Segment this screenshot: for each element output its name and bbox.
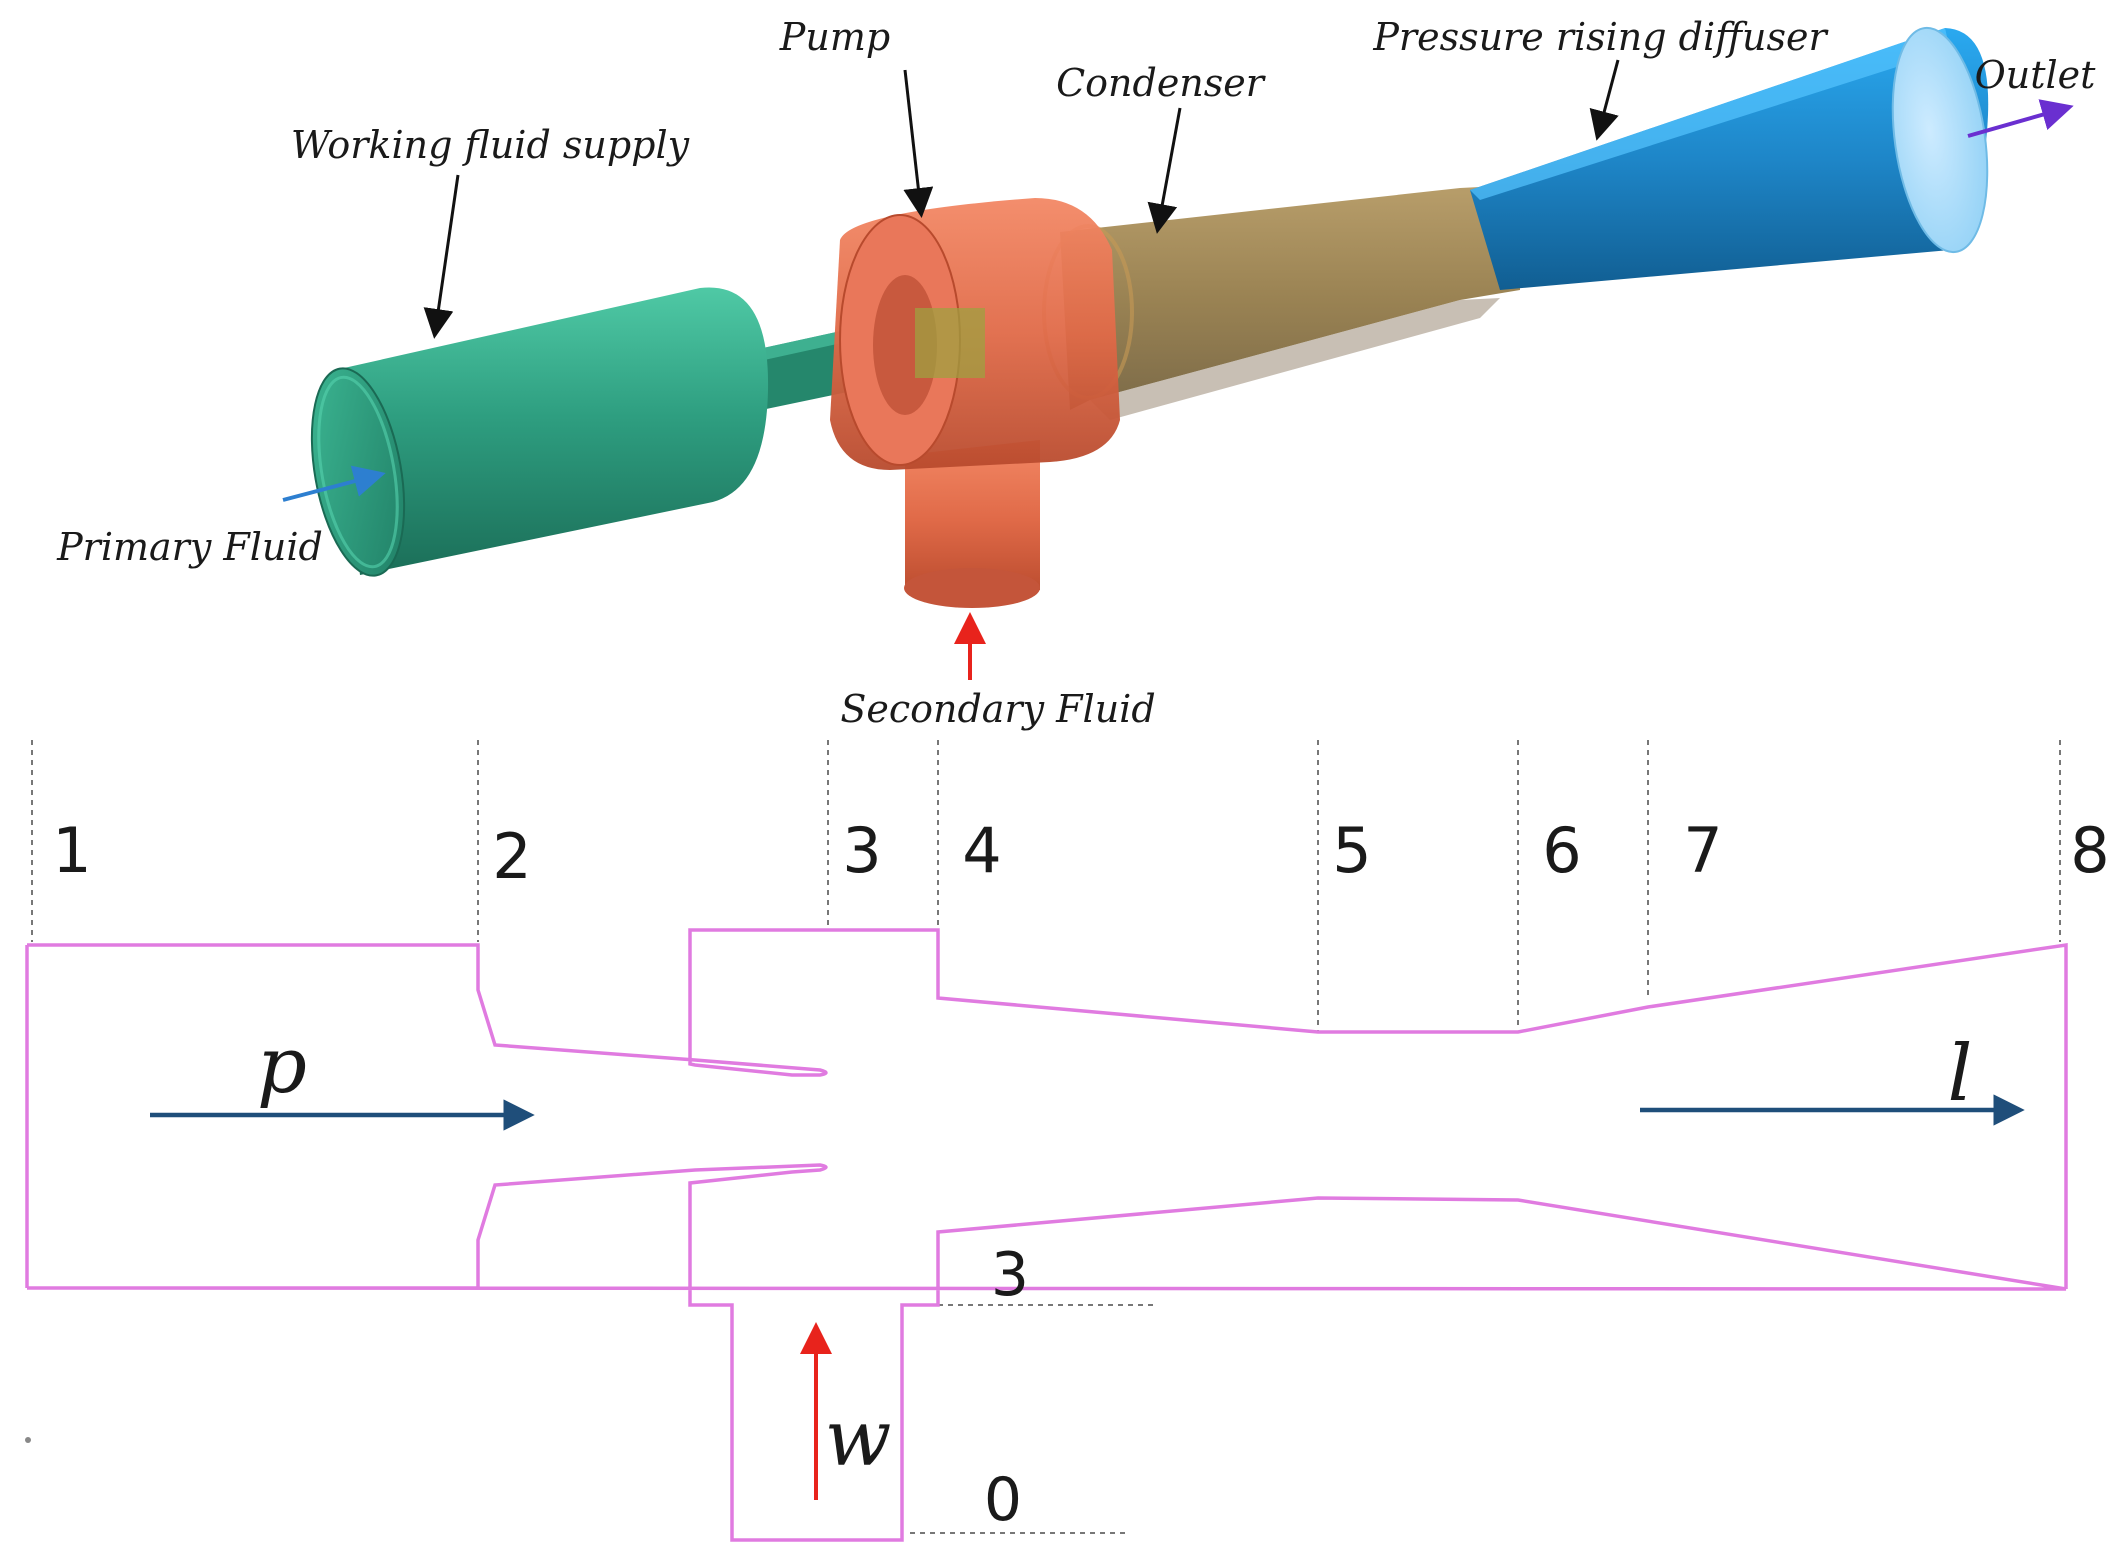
outline-lower-wall [26,1163,2067,1542]
pump-label: Pump [779,15,890,59]
working-fluid-supply-rim [317,375,399,569]
diffuser-body [1470,28,1989,290]
section-number-6: 6 [1542,814,1581,887]
pump-inlet-bottom [904,568,1040,608]
pump-leader-arrow [903,69,934,218]
section-number-8: 8 [2070,814,2109,887]
callout-leaders [282,59,2074,680]
condenser-leader-arrow [1147,107,1182,234]
primary-fluid-arrow [282,465,386,502]
supply-leader-arrow [423,174,460,339]
pump-inner-nozzle [915,308,985,378]
pump-inlet-pipe [905,440,1040,600]
working-fluid-supply-label: Working fluid supply [291,123,690,167]
section-number-4: 4 [962,814,1001,887]
level-number-lower: 0 [984,1465,1022,1535]
section-number-2: 2 [492,820,531,893]
level-number-upper: 3 [991,1240,1029,1310]
diffuser-label: Pressure rising diffuser [1372,15,1829,59]
primary-fluid-label: Primary Fluid [56,525,323,569]
working-fluid-supply-body [335,287,769,575]
secondary-fluid-label: Secondary Fluid [840,687,1155,731]
section-guide-lines [31,740,2061,1534]
section-number-3: 3 [842,814,881,887]
ejector-3d-illustration [310,26,1989,608]
ejector-schematic-outline [25,928,2068,1542]
leaving-flow-symbol: l [1948,1029,1973,1119]
outlet-label: Outlet [1975,53,2097,97]
stray-dot [25,1437,31,1443]
section-number-5: 5 [1332,814,1371,887]
secondary-flow-symbol: w [825,1394,892,1484]
outlet-arrow [1967,99,2074,138]
condenser-body [1060,185,1520,410]
diffuser-leader-arrow [1589,59,1620,141]
outline-upper-wall [27,928,2068,1289]
diffuser-mouth [1891,26,1989,254]
condenser-shadow [1090,298,1500,420]
diffuser-highlight [1470,28,1950,200]
primary-flow-symbol: p [257,1021,307,1111]
condenser-label: Condenser [1056,61,1267,105]
section-number-7: 7 [1683,814,1722,887]
section-number-1: 1 [52,814,91,887]
